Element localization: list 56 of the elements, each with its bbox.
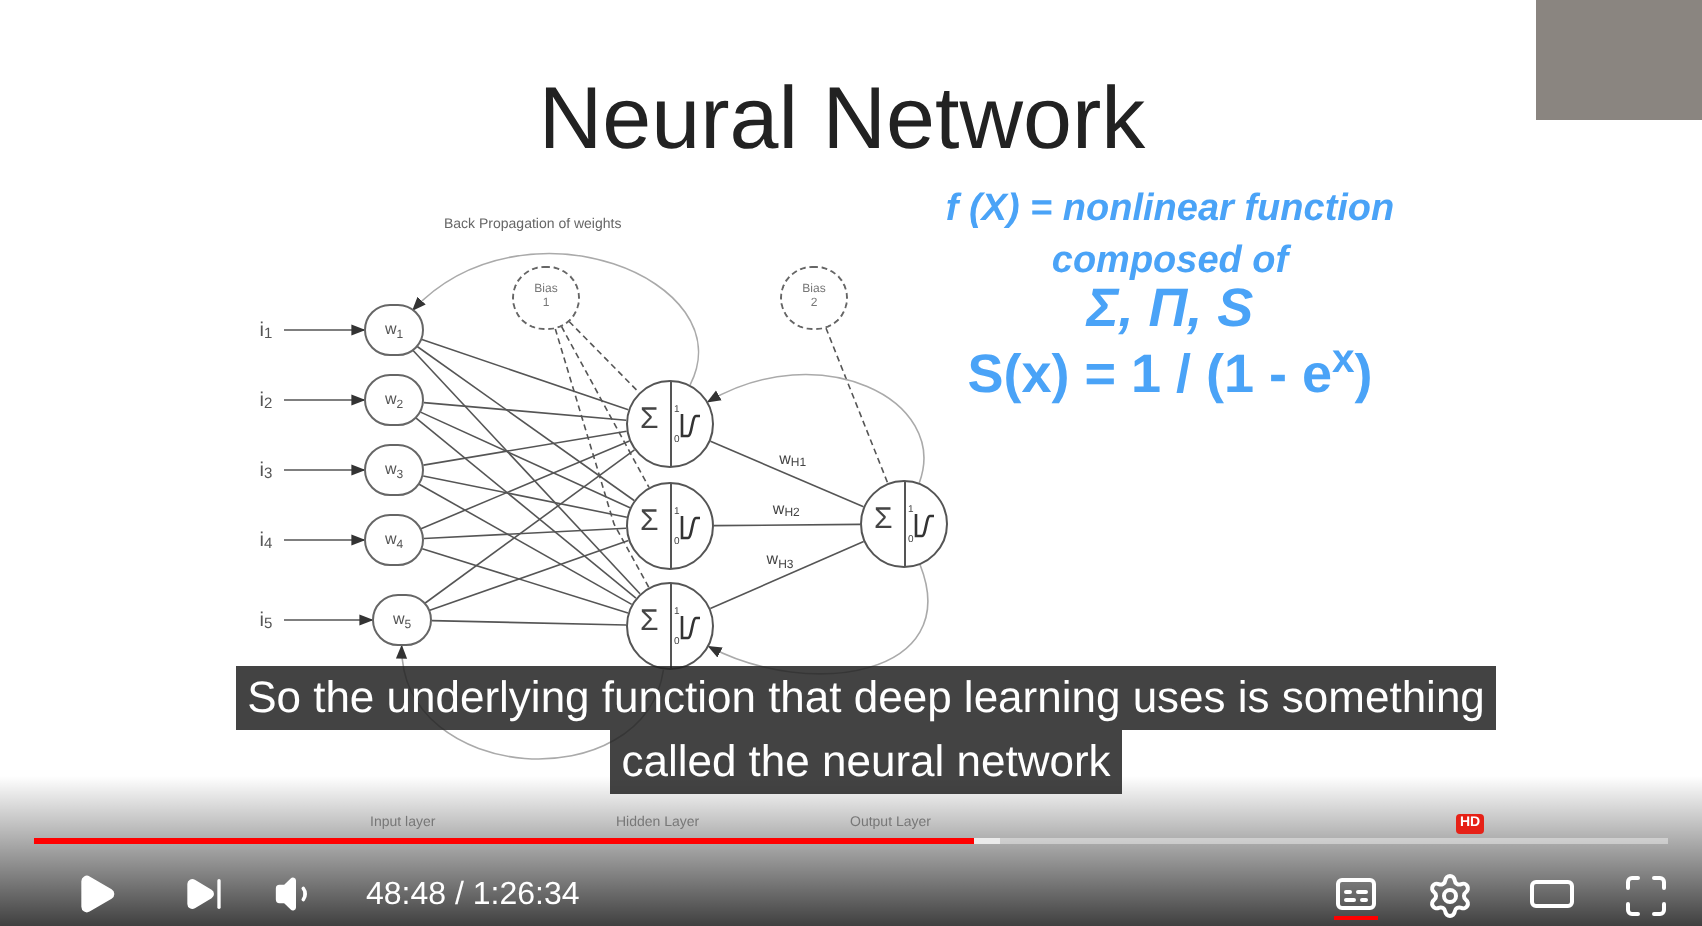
weight-node: w$_{1}$: [364, 304, 424, 356]
neuron-node: [626, 482, 714, 570]
sum-symbol: Σ: [874, 504, 893, 534]
connection-line: [422, 475, 628, 519]
input-label: i$_{3}$: [254, 456, 278, 484]
input-label: i$_{2}$: [254, 386, 278, 414]
weight-node: w$_{5}$: [372, 594, 432, 646]
formula-text: f (X) = nonlinear function: [943, 186, 1397, 234]
connection-line: [420, 440, 631, 530]
connection-line: [421, 338, 630, 411]
sum-symbol: Σ: [640, 404, 659, 434]
connection-line: [416, 345, 635, 502]
weight-node: w$_{3}$: [364, 444, 424, 496]
connection-line: [825, 327, 889, 484]
slide-title: Neural Network: [536, 76, 1148, 164]
connection-line: [418, 483, 633, 606]
formula-text: Σ, Π, S: [1085, 282, 1256, 336]
formula-text: S(x) = 1 / (1 - e$^{x}$): [965, 348, 1375, 402]
connection-line: [412, 349, 641, 595]
neuron-node: [626, 582, 714, 670]
connection-line: [419, 411, 631, 509]
arrow: [283, 534, 366, 546]
connection-line: [415, 417, 637, 599]
connection-line: [423, 527, 627, 540]
sum-symbol: Σ: [640, 606, 659, 636]
connection-line: [431, 619, 627, 626]
neuron-node: [626, 380, 714, 468]
arrow: [283, 464, 366, 476]
arrow: [283, 614, 374, 626]
time-display: 48:48 / 1:26:34: [366, 876, 580, 916]
connection-line: [424, 449, 636, 605]
connection-line: [560, 325, 650, 489]
connection-line: [709, 540, 865, 610]
subtitle-text: So the underlying function that deep learning uses is something: [235, 666, 1497, 730]
connection-line: [422, 430, 628, 466]
connection-line: [554, 328, 650, 589]
feedback-arrow: [706, 374, 925, 484]
arrow: [283, 394, 366, 406]
weight-node: w$_{4}$: [364, 514, 424, 566]
connection-line: [709, 440, 865, 508]
connection-line: [568, 320, 640, 394]
formula-text: composed of: [1049, 238, 1294, 286]
feedback-arrow: [411, 252, 699, 386]
edge-label: w$_{H2}$: [770, 499, 802, 517]
arrow: [283, 324, 366, 336]
edge-label: w$_{H3}$: [764, 550, 796, 569]
neuron-node: [860, 480, 948, 568]
edge-label: w$_{H1}$: [777, 449, 809, 468]
sum-symbol: Σ: [640, 506, 659, 536]
weight-node: w$_{2}$: [364, 374, 424, 426]
connection-line: [423, 401, 627, 421]
input-label: i$_{4}$: [254, 526, 278, 554]
connection-line: [713, 523, 861, 527]
input-label: i$_{1}$: [254, 316, 278, 344]
input-label: i$_{5}$: [254, 606, 278, 634]
subtitle-text: called the neural network: [609, 730, 1123, 794]
